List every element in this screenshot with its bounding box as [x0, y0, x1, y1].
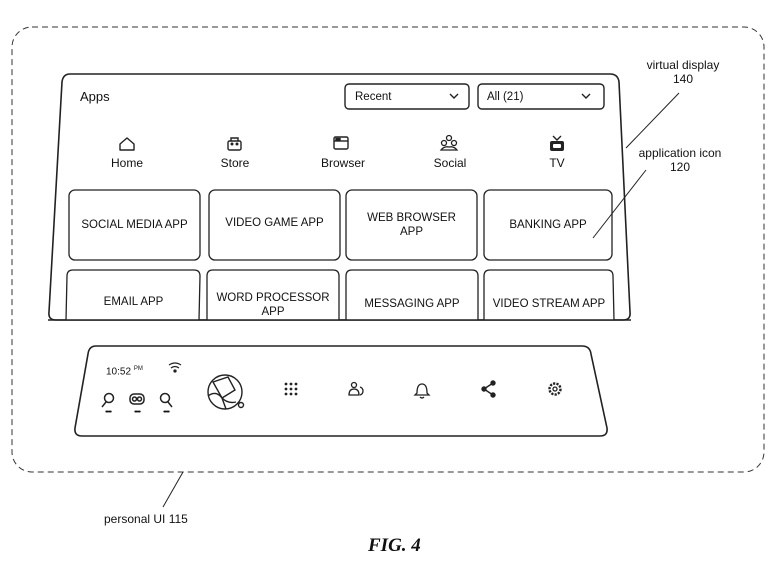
- people-icon[interactable]: [348, 381, 364, 396]
- controller-right-icon: [159, 392, 173, 408]
- app-tile-social-media[interactable]: SOCIAL MEDIA APP: [69, 190, 200, 260]
- sort-dropdown[interactable]: Recent: [355, 91, 392, 103]
- app-label: EMAIL APP: [103, 296, 164, 308]
- app-tile: [345, 269, 479, 320]
- leader-line-virtual-display: [625, 92, 680, 149]
- clock-time: 10:52 PM: [106, 362, 143, 379]
- app-tile-word-processor[interactable]: WORD PROCESSOR APP: [207, 287, 339, 323]
- app-label: BANKING APP: [509, 219, 587, 231]
- bell-icon[interactable]: [413, 383, 431, 399]
- category-social[interactable]: Social: [433, 156, 467, 170]
- app-label: VIDEO GAME APP: [225, 217, 324, 229]
- callout-ref: 120: [669, 160, 691, 174]
- app-tile-video-game[interactable]: VIDEO GAME APP: [209, 188, 340, 258]
- gear-icon[interactable]: [548, 382, 562, 396]
- category-store[interactable]: Store: [220, 156, 250, 170]
- app-tile: [65, 269, 201, 321]
- share-icon[interactable]: [481, 380, 496, 398]
- app-tile-messaging[interactable]: MESSAGING APP: [346, 286, 478, 322]
- apps-grid-icon[interactable]: [284, 382, 298, 396]
- ampm: PM: [133, 366, 143, 372]
- app-tile: [345, 189, 478, 261]
- app-tile-banking[interactable]: BANKING APP: [484, 190, 612, 260]
- app-label: MESSAGING APP: [364, 298, 460, 310]
- category-home[interactable]: Home: [110, 156, 143, 170]
- battery-indicator: ••••: [134, 409, 141, 416]
- callout-name: virtual display: [646, 58, 720, 72]
- social-people-icon: [439, 134, 459, 151]
- app-tile: [206, 269, 340, 320]
- app-label-line2: APP: [261, 306, 285, 318]
- callout-ref: 140: [672, 72, 694, 86]
- leader-line-personal-ui: [162, 471, 184, 508]
- personal-ui-dock-panel: [74, 345, 608, 437]
- headset-icon: [129, 393, 145, 405]
- app-tile-video-stream[interactable]: VIDEO STREAM APP: [484, 286, 614, 322]
- time-value: 10:52: [106, 366, 132, 378]
- callout-personal-ui: personal UI 115: [104, 512, 188, 526]
- category-tv[interactable]: TV: [549, 156, 565, 170]
- battery-indicator: ••••: [163, 409, 170, 416]
- app-label: WORD PROCESSOR: [216, 292, 330, 304]
- apps-title: Apps: [80, 89, 110, 104]
- filter-dropdown-box: [477, 83, 605, 110]
- figure-caption: FIG. 4: [368, 535, 421, 556]
- app-label: WEB BROWSER: [367, 212, 456, 224]
- sort-dropdown-box: [344, 83, 470, 110]
- app-label: VIDEO STREAM APP: [492, 298, 606, 310]
- wifi-icon: [168, 362, 182, 373]
- app-tile: [483, 269, 615, 321]
- store-bag-icon: [227, 137, 242, 151]
- filter-dropdown[interactable]: All (21): [487, 91, 524, 103]
- browser-window-icon: [333, 136, 349, 150]
- leader-line-application-icon: [592, 169, 647, 239]
- battery-indicator: ••••: [105, 409, 112, 416]
- tv-icon: [550, 135, 564, 151]
- chevron-down-icon: [449, 93, 459, 99]
- app-tile: [68, 189, 201, 261]
- app-label-line2: APP: [399, 226, 423, 238]
- controller-left-icon: [101, 392, 115, 408]
- app-tile: [208, 189, 341, 261]
- callout-name: application icon: [638, 146, 722, 160]
- app-label: SOCIAL MEDIA APP: [81, 219, 188, 231]
- avatar-icon[interactable]: [207, 374, 245, 410]
- app-tile: [483, 189, 613, 261]
- personal-ui-boundary: [11, 26, 765, 473]
- app-tile-email[interactable]: EMAIL APP: [67, 284, 200, 320]
- chevron-down-icon: [581, 93, 591, 99]
- category-browser[interactable]: Browser: [320, 156, 365, 170]
- home-icon: [119, 137, 135, 151]
- app-tile-web-browser[interactable]: WEB BROWSER APP: [346, 190, 477, 260]
